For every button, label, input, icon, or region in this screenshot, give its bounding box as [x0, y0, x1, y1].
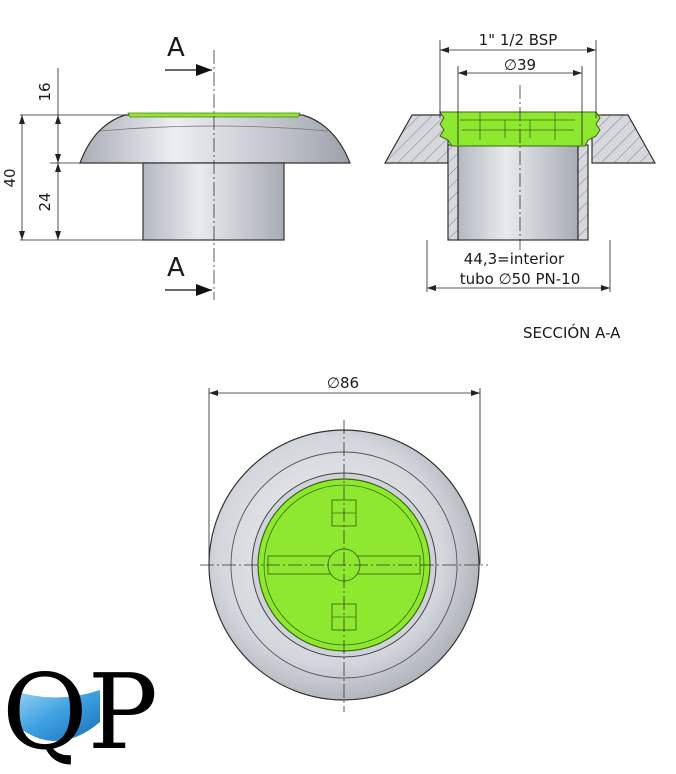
- logo-water-fill: [12, 690, 100, 741]
- dim-inner-diameter: ∅39: [504, 56, 536, 74]
- company-logo: QP: [2, 651, 158, 773]
- side-view: A A 16 40 24: [1, 33, 351, 300]
- logo-text: QP: [2, 651, 158, 773]
- section-mark-top: A: [167, 33, 185, 63]
- top-view: ∅86: [200, 374, 488, 712]
- dim-interior-line1: 44,3=interior: [464, 250, 565, 268]
- pipe-wall-right: [577, 144, 589, 241]
- dim-outer-diameter: ∅86: [327, 374, 359, 392]
- pipe-wall-left: [447, 144, 459, 241]
- dim-height-bottom: 24: [36, 192, 54, 211]
- section-caption: SECCIÓN A-A: [523, 323, 621, 342]
- pipe-inner: [457, 144, 579, 241]
- height-dimensions: 16 40 24: [1, 68, 143, 241]
- dim-height-top: 16: [36, 82, 54, 101]
- dim-thread: 1" 1/2 BSP: [479, 31, 558, 49]
- section-mark-bottom: A: [167, 253, 185, 283]
- dim-height-total: 40: [1, 168, 19, 187]
- flange-section-right: [591, 114, 657, 164]
- flange-body: [79, 114, 351, 164]
- flange-section-left: [383, 114, 449, 164]
- green-lip: [127, 112, 301, 118]
- pipe-stub: [142, 162, 285, 241]
- section-view: 1" 1/2 BSP ∅39 44,3=interior tubo ∅50 PN…: [383, 31, 657, 342]
- dim-interior-line2: tubo ∅50 PN-10: [460, 270, 581, 288]
